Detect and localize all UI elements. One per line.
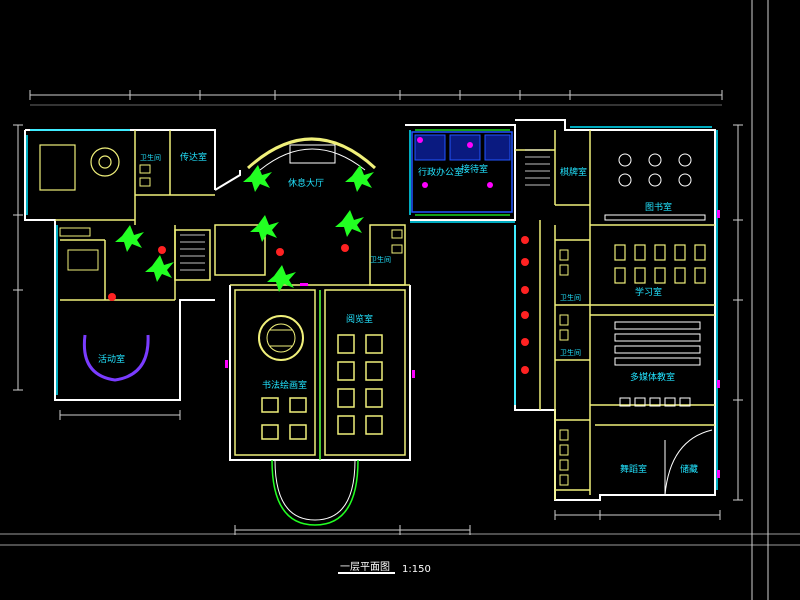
inner-walls bbox=[55, 130, 715, 500]
room-label-chess-room: 棋牌室 bbox=[560, 166, 587, 178]
reading-room-tables bbox=[337, 334, 383, 435]
lobby-arch bbox=[246, 137, 377, 171]
study-room-desks bbox=[614, 244, 706, 284]
activity-seating bbox=[82, 334, 150, 382]
room-label-toilet-1: 卫生间 bbox=[140, 153, 161, 162]
room-label-dance-room: 舞蹈室 bbox=[620, 463, 647, 475]
toilet-fixtures bbox=[59, 164, 569, 486]
room-label-multimedia-room: 多媒体教室 bbox=[630, 371, 675, 383]
room-label-toilet-2: 卫生间 bbox=[560, 293, 581, 302]
room-label-library: 图书室 bbox=[645, 201, 672, 213]
front-entrance bbox=[271, 459, 359, 526]
partitions bbox=[319, 129, 510, 460]
dance-room-door bbox=[664, 429, 713, 496]
upper-left-equipment bbox=[39, 144, 120, 191]
room-label-reading-room: 阅览室 bbox=[346, 313, 373, 325]
room-label-lobby: 休息大厅 bbox=[288, 177, 324, 189]
title-block: 一层平面图 1:150 bbox=[338, 561, 431, 575]
calligraphy-tables bbox=[619, 397, 691, 407]
room-label-reception: 接待室 bbox=[461, 163, 488, 175]
dimension-lines bbox=[13, 90, 743, 535]
drawing-scale: 1:150 bbox=[402, 564, 431, 575]
flowers bbox=[108, 236, 529, 374]
room-label-activity-room: 活动室 bbox=[98, 353, 125, 365]
stairs bbox=[180, 149, 550, 271]
outer-walls bbox=[24, 119, 716, 501]
room-label-toilet-3: 卫生间 bbox=[560, 348, 581, 357]
room-labels: 活动室 传达室 休息大厅 行政办公室 阅览室 接待室 图书室 学习室 多媒体教室… bbox=[98, 151, 698, 475]
accent-markers bbox=[225, 210, 720, 478]
left-room-tables bbox=[261, 397, 307, 440]
room-label-storage: 储藏 bbox=[680, 463, 698, 475]
drawing-title: 一层平面图 bbox=[340, 561, 390, 573]
room-label-office: 行政办公室 bbox=[418, 166, 463, 178]
office-interior bbox=[411, 131, 513, 213]
room-label-study-room: 学习室 bbox=[635, 286, 662, 298]
trees bbox=[115, 165, 374, 292]
room-label-upper-left-room: 传达室 bbox=[180, 151, 207, 163]
multimedia-seats bbox=[614, 321, 701, 366]
room-label-toilet-4: 卫生间 bbox=[370, 255, 391, 264]
library-tables bbox=[604, 153, 706, 221]
room-label-calligraphy-room: 书法绘画室 bbox=[262, 379, 307, 391]
round-table bbox=[258, 315, 304, 361]
glass-walls bbox=[26, 126, 718, 490]
